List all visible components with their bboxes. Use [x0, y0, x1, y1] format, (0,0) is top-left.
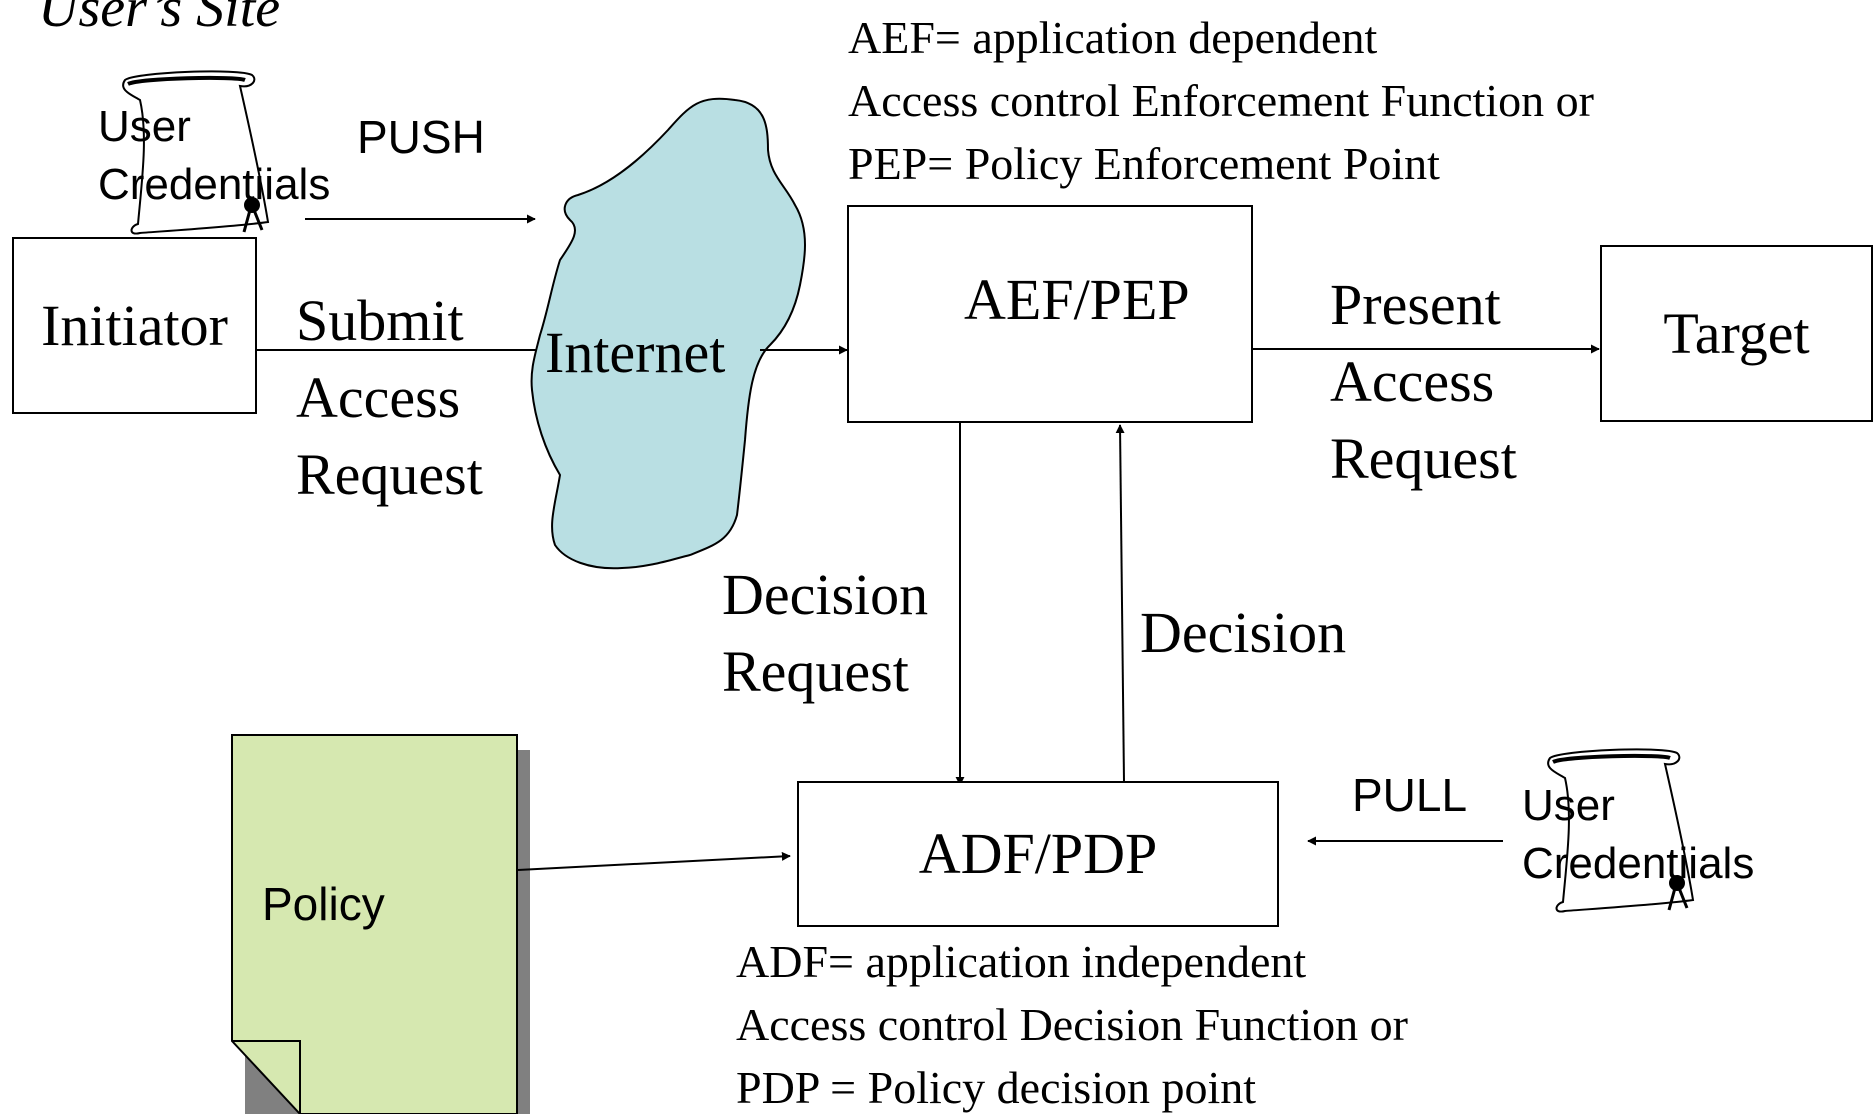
initiator-box[interactable]: Initiator: [12, 237, 257, 414]
target-label: Target: [1663, 300, 1810, 366]
adf-note-line: ADF= application independent: [736, 936, 1307, 987]
submit-request-line: Submit: [296, 288, 464, 353]
decision-request-line: Request: [722, 639, 909, 704]
aef-note-line: Access control Enforcement Function or: [848, 75, 1594, 126]
decision-arrow: [1115, 424, 1125, 783]
target-box[interactable]: Target: [1600, 245, 1873, 422]
policy-fold: [232, 1040, 301, 1114]
submit-request-line: Access: [296, 365, 461, 430]
site-title: User’s Site: [38, 0, 281, 39]
submit-access-request: Submit Access Request: [296, 282, 483, 513]
adf-pdp-box[interactable]: ADF/PDP: [797, 781, 1279, 927]
adf-pdp-label: ADF/PDP: [918, 821, 1158, 886]
policy-document: [231, 734, 518, 1114]
present-request-line: Request: [1330, 426, 1517, 491]
aef-note: AEF= application dependent Access contro…: [848, 6, 1594, 195]
policy-label: Policy: [262, 878, 385, 930]
internet-label: Internet: [545, 320, 726, 385]
scroll-icon: [122, 70, 270, 235]
adf-note-line: PDP = Policy decision point: [736, 1062, 1257, 1113]
credentials-bottom: User Credentiials: [1522, 777, 1754, 893]
scroll-icon: [1547, 748, 1695, 913]
credentials-label: Credentiials: [98, 160, 331, 209]
present-access-request: Present Access Request: [1330, 266, 1517, 497]
decision-request-line: Decision: [722, 562, 929, 627]
push-label: PUSH: [357, 111, 485, 163]
adf-note: ADF= application independent Access cont…: [736, 930, 1408, 1119]
aef-note-line: PEP= Policy Enforcement Point: [848, 138, 1440, 189]
policy-to-adf-arrow: [517, 851, 791, 871]
credentials-label: User: [1522, 781, 1615, 830]
internet-cloud: [530, 97, 806, 570]
pull-label: PULL: [1352, 769, 1468, 821]
present-request-line: Access: [1330, 349, 1495, 414]
credentials-top: User Credentiials: [98, 98, 330, 214]
credentials-label: User: [98, 102, 191, 151]
present-request-line: Present: [1330, 272, 1501, 337]
submit-request-line: Request: [296, 442, 483, 507]
credentials-label: Credentiials: [1522, 839, 1755, 888]
aef-pep-box[interactable]: AEF/PEP: [847, 205, 1253, 423]
decision-request-label: Decision Request: [722, 556, 928, 710]
decision-label: Decision: [1140, 600, 1347, 665]
aef-note-line: AEF= application dependent: [848, 12, 1378, 63]
adf-note-line: Access control Decision Function or: [736, 999, 1408, 1050]
aef-pep-label: AEF/PEP: [964, 267, 1190, 332]
initiator-label: Initiator: [41, 292, 228, 358]
